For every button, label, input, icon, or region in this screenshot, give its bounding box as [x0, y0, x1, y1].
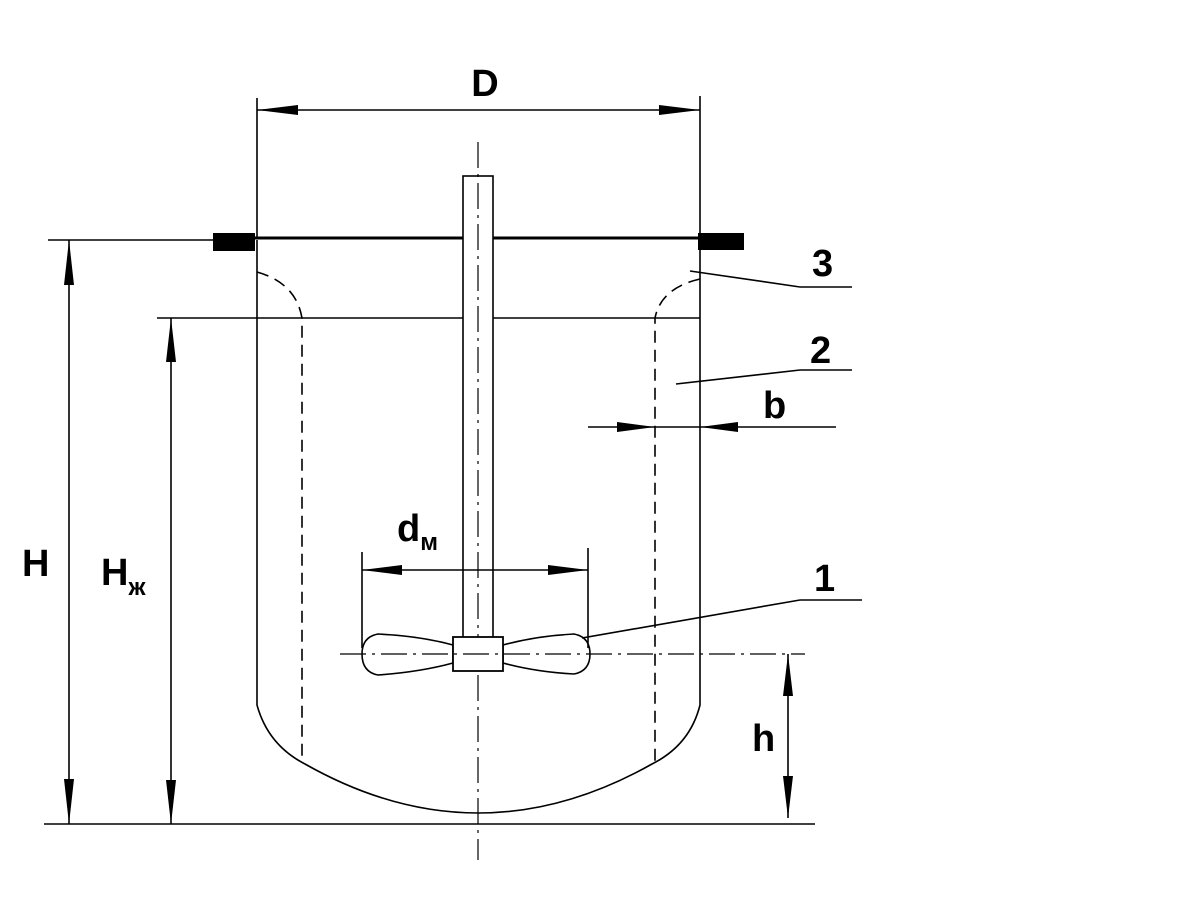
arrowhead-top	[783, 654, 793, 696]
impeller	[340, 633, 805, 676]
label-H: H	[22, 543, 49, 585]
callout-2: 2	[675, 330, 852, 385]
vessel-wall	[256, 240, 701, 814]
label-h: h	[752, 718, 775, 760]
arrowhead-top	[166, 318, 176, 362]
dimension-Hzh: Hж	[101, 318, 176, 824]
label-dm: dм	[397, 508, 438, 556]
dimension-H: H	[22, 239, 255, 824]
dimension-b: b	[588, 385, 836, 432]
leader-line-2	[675, 369, 801, 385]
flange-left	[213, 233, 255, 251]
dimension-dm: dм	[361, 508, 589, 648]
arrowhead-bottom	[783, 776, 793, 818]
arrowhead-left	[362, 565, 402, 575]
label-dm-main: d	[397, 508, 420, 550]
baffle-right	[654, 278, 701, 762]
label-Hzh-main: H	[101, 552, 128, 594]
callout-1: 1	[581, 558, 862, 639]
arrowhead-right	[659, 105, 700, 115]
label-dm-sub: м	[420, 529, 438, 556]
arrowhead-top	[64, 240, 74, 285]
label-callout-1: 1	[814, 558, 835, 600]
arrowhead-left	[257, 105, 298, 115]
arrowhead-left	[617, 422, 655, 432]
baffles	[256, 271, 701, 762]
label-callout-2: 2	[810, 330, 831, 372]
dimension-D: D	[256, 63, 701, 238]
label-b: b	[763, 385, 786, 427]
callout-3: 3	[689, 243, 852, 288]
label-callout-3: 3	[812, 243, 833, 285]
arrowhead-bottom	[166, 780, 176, 824]
label-D: D	[471, 63, 498, 105]
label-Hzh-sub: ж	[127, 574, 146, 601]
arrowhead-right	[700, 422, 738, 432]
arrowhead-bottom	[64, 779, 74, 824]
flange-right	[698, 233, 744, 250]
baffle-left	[256, 271, 303, 762]
arrowhead-right	[548, 565, 588, 575]
leader-line-3	[689, 270, 801, 288]
label-Hzh: Hж	[101, 552, 146, 601]
leader-line-1	[581, 599, 801, 639]
agitator-shaft	[462, 142, 494, 860]
dimension-h: h	[752, 654, 793, 818]
